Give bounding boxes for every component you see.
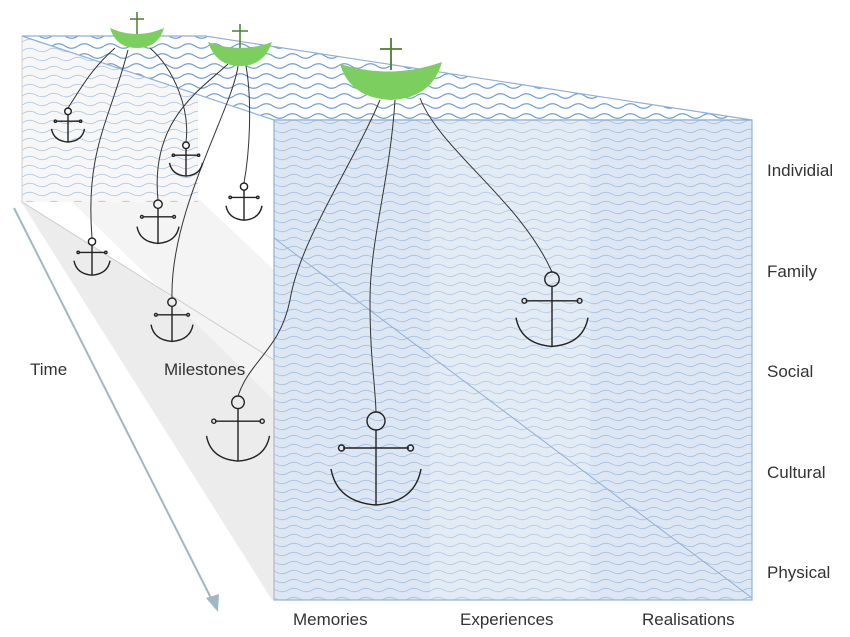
column-label-realisations: Realisations	[642, 610, 735, 629]
anchor-icon	[515, 271, 589, 348]
anchor-icon	[136, 199, 180, 245]
anchors	[50, 107, 589, 506]
arrow-icon	[13, 207, 219, 612]
anchor-icon	[50, 107, 86, 143]
row-label-cultural: Cultural	[767, 463, 826, 482]
ship-icon	[340, 38, 442, 100]
ship-icon	[110, 12, 164, 48]
anchor-icon	[225, 182, 263, 221]
anchor-icon	[168, 141, 204, 177]
row-label-family: Family	[767, 262, 818, 281]
column-label-experiences: Experiences	[460, 610, 554, 629]
row-label-individial: Individial	[767, 161, 834, 180]
diagonal-line	[273, 237, 753, 599]
anchor-ropes	[67, 47, 553, 413]
anchor-icon	[150, 297, 194, 343]
anchor-icon	[205, 395, 271, 462]
axis-label-time: Time	[30, 360, 68, 379]
row-label-physical: Physical	[767, 563, 831, 582]
ship-icon	[208, 24, 272, 66]
anchor-icon	[330, 411, 422, 506]
floor-band-light	[70, 200, 274, 400]
column-label-memories: Memories	[293, 610, 368, 629]
axis-label-milestones: Milestones	[164, 360, 246, 379]
row-label-social: Social	[767, 362, 814, 381]
floor-band	[20, 200, 274, 600]
anchor-icon	[73, 237, 111, 276]
